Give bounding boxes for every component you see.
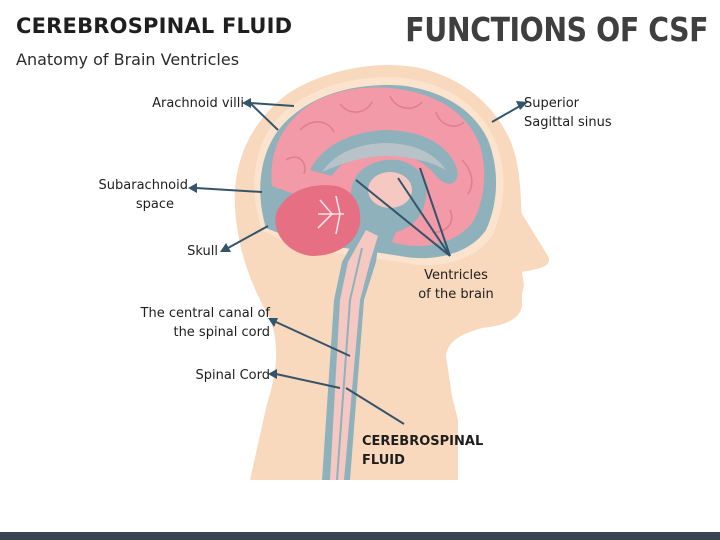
slide-title: FUNCTIONS OF CSF [405,10,708,49]
label-superior-sagittal-line1: Superior [524,96,579,111]
diagram-subheading: Anatomy of Brain Ventricles [16,50,240,69]
label-central-canal-line1: The central canal of [140,306,270,321]
label-ventricles-of-the-brain: Ventricles of the brain [410,266,502,304]
label-spinal-cord: Spinal Cord [195,368,270,383]
arbor-vitae [317,195,344,235]
label-cerebrospinal-fluid: CEREBROSPINAL FLUID [362,432,483,470]
gyri-lines [285,95,473,233]
label-central-canal-line2: the spinal cord [173,325,270,340]
label-superior-sagittal-sinus: Superior Sagittal sinus [524,94,612,132]
footer-bar [0,532,720,540]
label-subarachnoid-space: Subarachnoid space [84,176,188,214]
label-central-canal: The central canal of the spinal cord [100,304,270,342]
label-skull: Skull [187,244,218,259]
cerebellum [275,185,361,256]
leader-arrowheads [188,98,528,379]
label-csf-line2: FLUID [362,453,405,468]
label-csf-line1: CEREBROSPINAL [362,434,484,449]
label-superior-sagittal-line2: Sagittal sinus [524,115,612,130]
diagram-heading: CEREBROSPINAL FLUID [16,14,293,38]
leader-lines [195,102,521,425]
label-subarachnoid-line2: space [135,197,174,212]
label-ventricles-line1: Ventricles [424,268,488,283]
label-arachnoid-villi: Arachnoid villi [152,96,244,111]
corpus-callosum [322,143,446,172]
lateral-ventricle [310,130,458,184]
label-ventricles-line2: of the brain [418,287,494,302]
label-subarachnoid-line1: Subarachnoid [98,178,188,193]
central-canal [336,247,363,481]
